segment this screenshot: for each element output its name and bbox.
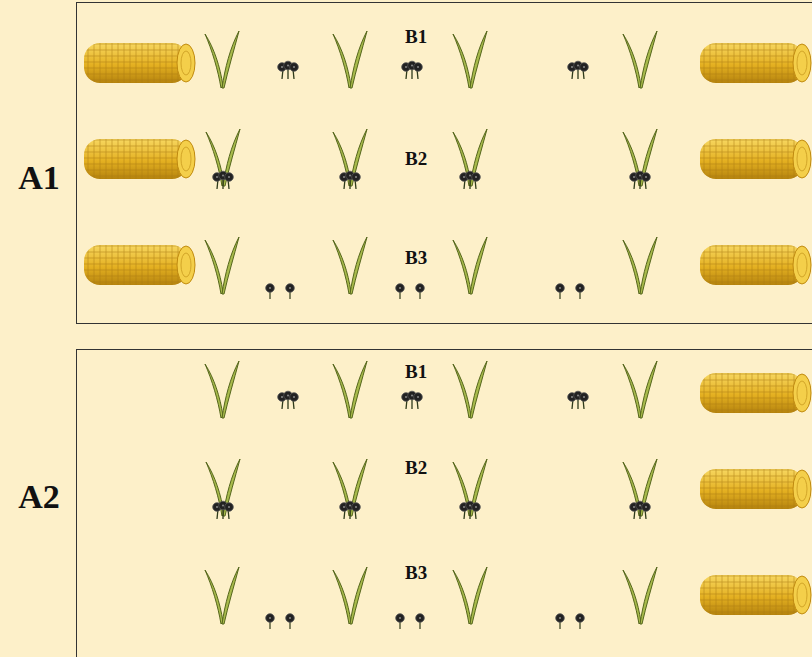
grass-clover-mix <box>206 129 240 189</box>
corn-cob <box>84 139 195 179</box>
row-label: B3 <box>405 248 427 267</box>
clover-pair <box>266 614 295 629</box>
row-label: B2 <box>405 458 427 477</box>
plot-panel: A1 <box>76 2 812 324</box>
corn-cob <box>700 373 811 413</box>
grass-plant <box>453 237 487 294</box>
grass-plant <box>623 31 657 88</box>
row-label: B3 <box>405 563 427 582</box>
grass-plant <box>333 567 367 624</box>
grass-plant <box>623 567 657 624</box>
clover-plant <box>402 391 423 409</box>
corn-cob <box>700 139 811 179</box>
grass-clover-mix <box>453 129 487 189</box>
clover-pair <box>556 284 585 299</box>
corn-cob <box>84 43 195 83</box>
grass-plant <box>205 31 239 88</box>
grass-clover-mix <box>333 459 367 519</box>
plot-a2 <box>205 361 811 629</box>
grass-plant <box>333 31 367 88</box>
grass-clover-mix <box>206 459 240 519</box>
grass-clover-mix <box>453 459 487 519</box>
grass-plant <box>453 31 487 88</box>
corn-cob <box>700 245 811 285</box>
row-label: B1 <box>405 362 427 381</box>
panel-label: A2 <box>18 480 60 514</box>
corn-cob <box>700 469 811 509</box>
corn-cob <box>700 43 811 83</box>
grass-clover-mix <box>333 129 367 189</box>
clover-plant <box>402 61 423 79</box>
clover-plant <box>568 391 589 409</box>
plot-a1 <box>84 31 811 299</box>
grass-plant <box>623 237 657 294</box>
grass-plant <box>205 237 239 294</box>
clover-pair <box>396 614 425 629</box>
grass-plant <box>205 361 239 418</box>
clover-plant <box>278 391 299 409</box>
grass-plant <box>205 567 239 624</box>
clover-plant <box>568 61 589 79</box>
grass-plant <box>453 361 487 418</box>
plot-panel: A2 <box>76 349 812 657</box>
clover-pair <box>556 614 585 629</box>
clover-pair <box>396 284 425 299</box>
grass-clover-mix <box>623 459 657 519</box>
panel-label: A1 <box>18 161 60 195</box>
grass-plant <box>333 361 367 418</box>
grass-plant <box>333 237 367 294</box>
row-label: B2 <box>405 149 427 168</box>
corn-cob <box>84 245 195 285</box>
grass-plant <box>453 567 487 624</box>
corn-cob <box>700 575 811 615</box>
grass-clover-mix <box>623 129 657 189</box>
grass-plant <box>623 361 657 418</box>
clover-pair <box>266 284 295 299</box>
clover-plant <box>278 61 299 79</box>
row-label: B1 <box>405 27 427 46</box>
